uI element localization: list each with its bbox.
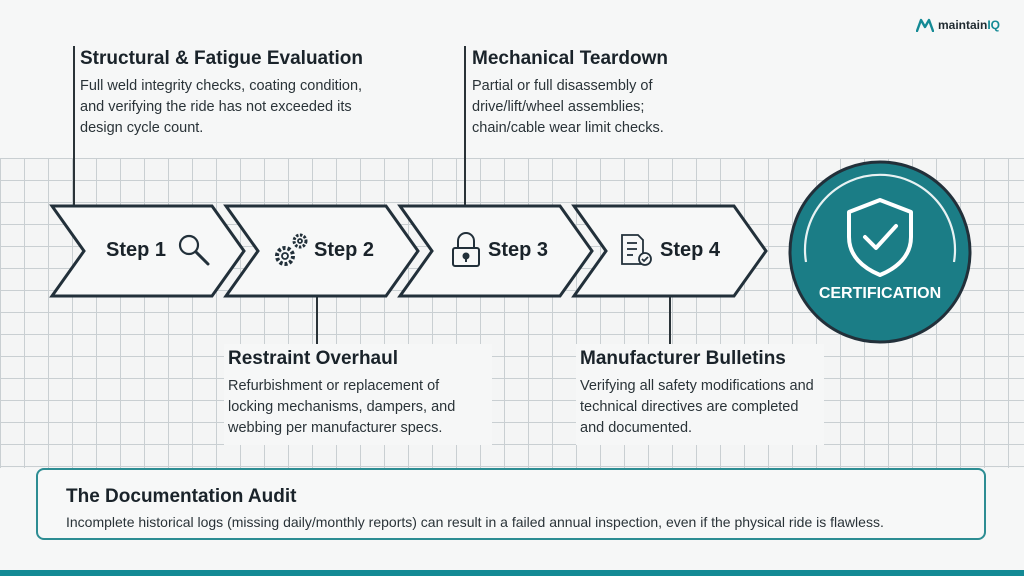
step4-label: Step 4	[660, 239, 721, 261]
padlock-icon	[452, 232, 480, 267]
brand-name-prefix: maintain	[937, 18, 988, 32]
card-teardown-body: Partial or full disassembly of drive/lif…	[472, 78, 664, 136]
card-bulletins: Manufacturer Bulletins Verifying all saf…	[576, 344, 824, 445]
card-teardown-title: Mechanical Teardown	[472, 48, 669, 69]
step3-label: Step 3	[488, 239, 549, 261]
card-teardown: Mechanical Teardown Partial or full disa…	[472, 48, 717, 139]
documentation-audit-box: The Documentation Audit Incomplete histo…	[36, 468, 986, 540]
audit-title: The Documentation Audit	[66, 486, 297, 507]
card-restraint-title: Restraint Overhaul	[228, 348, 398, 369]
card-structural-body: Full weld integrity checks, coating cond…	[80, 78, 363, 136]
chevron-step3	[397, 204, 594, 298]
certification-badge	[788, 160, 972, 344]
connector-step4	[669, 296, 671, 344]
card-restraint-body: Refurbishment or replacement of locking …	[228, 378, 456, 436]
chevron-step2	[223, 204, 420, 298]
step1-label: Step 1	[106, 239, 167, 261]
step2-label: Step 2	[314, 239, 375, 261]
card-bulletins-title: Manufacturer Bulletins	[580, 348, 786, 369]
bottom-accent-bar	[0, 570, 1024, 576]
card-restraint: Restraint Overhaul Refurbishment or repl…	[224, 344, 492, 445]
checklist-icon	[621, 234, 652, 266]
card-bulletins-body: Verifying all safety modifications and t…	[580, 378, 814, 436]
chevron-step1	[49, 204, 246, 298]
connector-step1	[73, 46, 75, 206]
connector-step2	[316, 296, 318, 344]
connector-step3	[464, 46, 466, 206]
gears-icon	[275, 233, 308, 266]
card-structural-title: Structural & Fatigue Evaluation	[80, 48, 363, 69]
shield-check-icon	[847, 198, 913, 277]
magnifier-icon	[178, 234, 210, 266]
card-structural: Structural & Fatigue Evaluation Full wel…	[80, 48, 390, 139]
chevron-step4	[571, 204, 768, 298]
brand-mark-icon	[915, 18, 934, 32]
brand-name-suffix: IQ	[987, 18, 1000, 32]
audit-body: Incomplete historical logs (missing dail…	[66, 514, 884, 530]
certification-label: CERTIFICATION	[818, 285, 942, 302]
